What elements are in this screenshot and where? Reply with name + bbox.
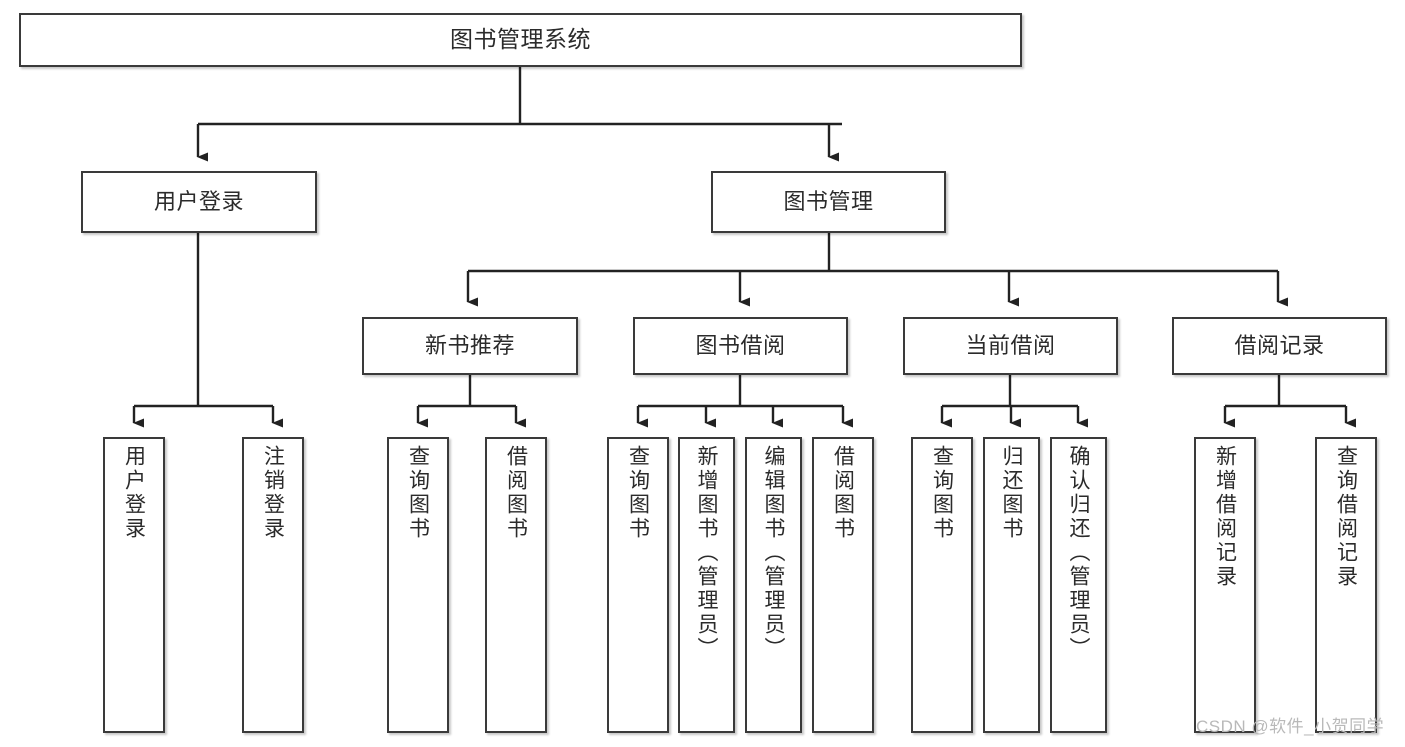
node-borrow-record[interactable]: 借阅记录 (1172, 317, 1387, 375)
node-book-borrow[interactable]: 图书借阅 (633, 317, 848, 375)
leaf-query-book-recommend-label: 查询图书 (406, 445, 430, 541)
leaf-query-borrow-record-label: 查询借阅记录 (1334, 445, 1358, 589)
leaf-borrow-book-recommend-label: 借阅图书 (504, 445, 528, 541)
leaf-borrow-book-recommend[interactable]: 借阅图书 (485, 437, 547, 733)
leaf-query-book-recommend[interactable]: 查询图书 (387, 437, 449, 733)
leaf-user-login[interactable]: 用户登录 (103, 437, 165, 733)
node-current-borrow-label: 当前借阅 (965, 333, 1056, 359)
node-root[interactable]: 图书管理系统 (19, 13, 1022, 67)
leaf-logout-label: 注销登录 (261, 445, 285, 541)
leaf-borrow-book[interactable]: 借阅图书 (812, 437, 874, 733)
leaf-query-book-current[interactable]: 查询图书 (911, 437, 973, 733)
leaf-query-book-current-label: 查询图书 (930, 445, 954, 541)
leaf-query-book-borrow[interactable]: 查询图书 (607, 437, 669, 733)
leaf-add-borrow-record[interactable]: 新增借阅记录 (1194, 437, 1256, 733)
leaf-logout[interactable]: 注销登录 (242, 437, 304, 733)
leaf-return-book-label: 归还图书 (1000, 445, 1023, 541)
csdn-watermark: CSDN @软件_小贺同学 (1196, 717, 1385, 736)
leaf-confirm-return-admin-label: 确认归还（管理员） (1067, 445, 1090, 661)
leaf-confirm-return-admin[interactable]: 确认归还（管理员） (1050, 437, 1107, 733)
leaf-borrow-book-label: 借阅图书 (831, 445, 855, 541)
leaf-edit-book-admin[interactable]: 编辑图书（管理员） (745, 437, 802, 733)
leaf-add-book-admin[interactable]: 新增图书（管理员） (678, 437, 735, 733)
node-current-borrow[interactable]: 当前借阅 (903, 317, 1118, 375)
leaf-query-borrow-record[interactable]: 查询借阅记录 (1315, 437, 1377, 733)
node-book-management-label: 图书管理 (783, 189, 874, 215)
node-borrow-record-label: 借阅记录 (1234, 333, 1325, 359)
node-user-login-label: 用户登录 (153, 189, 244, 215)
node-user-login[interactable]: 用户登录 (81, 171, 317, 233)
node-book-borrow-label: 图书借阅 (695, 333, 786, 359)
leaf-user-login-label: 用户登录 (122, 445, 146, 541)
node-book-management[interactable]: 图书管理 (711, 171, 946, 233)
node-new-book-recommend-label: 新书推荐 (424, 333, 515, 359)
leaf-add-book-admin-label: 新增图书（管理员） (695, 445, 718, 661)
leaf-query-book-borrow-label: 查询图书 (626, 445, 650, 541)
leaf-edit-book-admin-label: 编辑图书（管理员） (762, 445, 785, 661)
leaf-return-book[interactable]: 归还图书 (983, 437, 1040, 733)
node-new-book-recommend[interactable]: 新书推荐 (362, 317, 578, 375)
node-root-label: 图书管理系统 (450, 26, 591, 53)
leaf-add-borrow-record-label: 新增借阅记录 (1213, 445, 1237, 589)
